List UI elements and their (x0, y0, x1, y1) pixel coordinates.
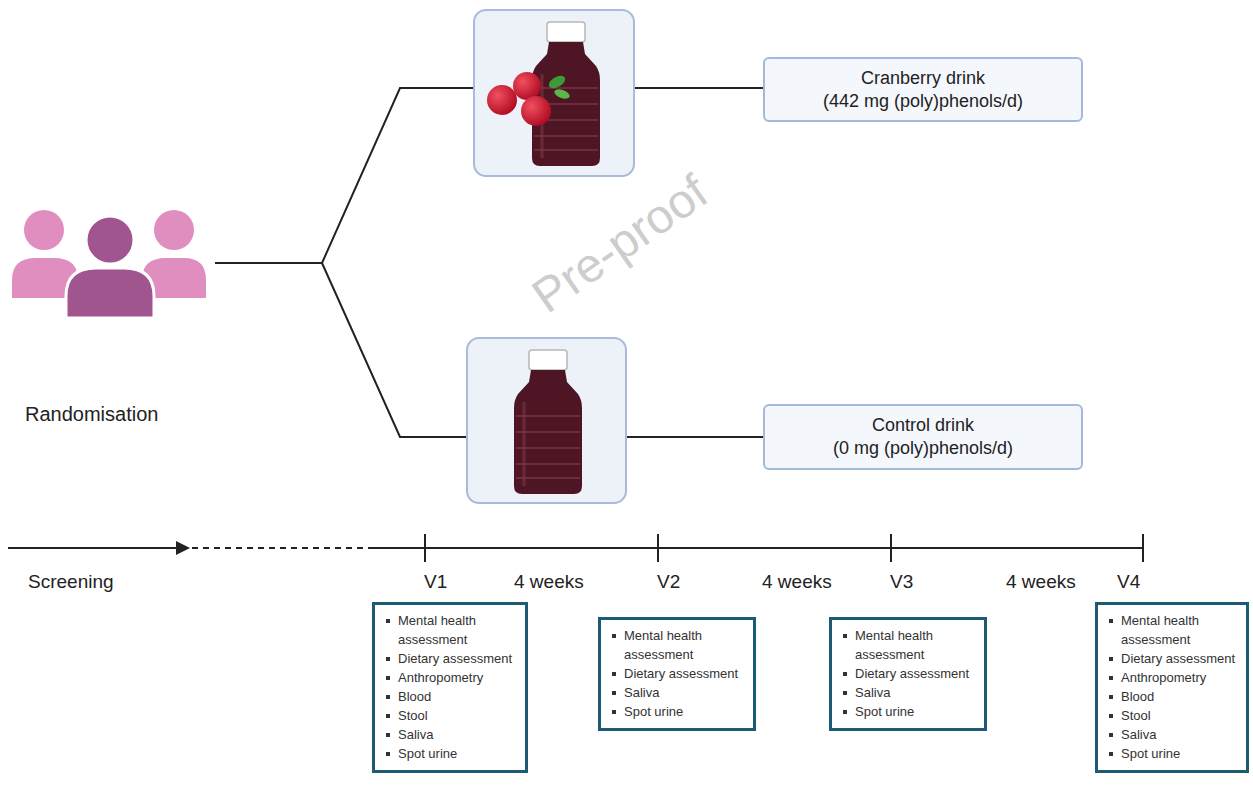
box-text: Control drink (872, 414, 974, 437)
timeline-label: V4 (1117, 571, 1140, 593)
bullet-item: Blood (385, 687, 517, 706)
timeline-label: V1 (424, 571, 447, 593)
bullet-item: Anthropometry (385, 668, 517, 687)
bottle-frame (467, 338, 626, 503)
bullet-item: Spot urine (611, 702, 745, 721)
bullet-item: Mental health assessment (842, 626, 976, 664)
bullet-item: Mental health assessment (385, 611, 517, 649)
bullet-item: Mental health assessment (1108, 611, 1238, 649)
visit-box: Mental health assessmentDietary assessme… (829, 617, 987, 731)
box-text: (442 mg (poly)phenols/d) (823, 90, 1023, 113)
bullet-item: Saliva (611, 683, 745, 702)
bullet-item: Dietary assessment (385, 649, 517, 668)
bullet-item: Stool (385, 706, 517, 725)
timeline-label: 4 weeks (514, 571, 584, 593)
bullet-item: Stool (1108, 706, 1238, 725)
bullet-item: Anthropometry (1108, 668, 1238, 687)
cranberries (487, 72, 571, 126)
bullet-item: Dietary assessment (842, 664, 976, 683)
timeline-label: Screening (28, 571, 114, 593)
bullet-item: Saliva (1108, 725, 1238, 744)
group-label: Randomisation (25, 403, 158, 425)
bullet-item: Dietary assessment (611, 664, 745, 683)
visit-box: Mental health assessmentDietary assessme… (372, 602, 528, 773)
box-text: (0 mg (poly)phenols/d) (833, 437, 1013, 460)
timeline-label: V2 (657, 571, 680, 593)
box-text: Cranberry drink (861, 67, 985, 90)
watermark: Pre-proof (522, 164, 718, 325)
bullet-item: Saliva (842, 683, 976, 702)
visit-box: Mental health assessmentDietary assessme… (1095, 602, 1249, 773)
bullet-item: Dietary assessment (1108, 649, 1238, 668)
bullet-item: Spot urine (385, 744, 517, 763)
bottle (532, 22, 600, 166)
timeline-label: 4 weeks (762, 571, 832, 593)
drink-box: Cranberry drink(442 mg (poly)phenols/d) (763, 57, 1083, 122)
visit-box: Mental health assessmentDietary assessme… (598, 617, 756, 731)
timeline-label: 4 weeks (1006, 571, 1076, 593)
bullet-item: Spot urine (842, 702, 976, 721)
bullet-item: Saliva (385, 725, 517, 744)
bullet-item: Blood (1108, 687, 1238, 706)
bullet-item: Mental health assessment (611, 626, 745, 664)
bottle-frame (474, 10, 634, 176)
timeline-label: V3 (890, 571, 913, 593)
bottle (514, 350, 582, 494)
timeline (8, 534, 1143, 562)
bullet-item: Spot urine (1108, 744, 1238, 763)
drink-box: Control drink(0 mg (poly)phenols/d) (763, 404, 1083, 470)
people-icon (12, 210, 206, 318)
arrow-head (176, 541, 190, 555)
